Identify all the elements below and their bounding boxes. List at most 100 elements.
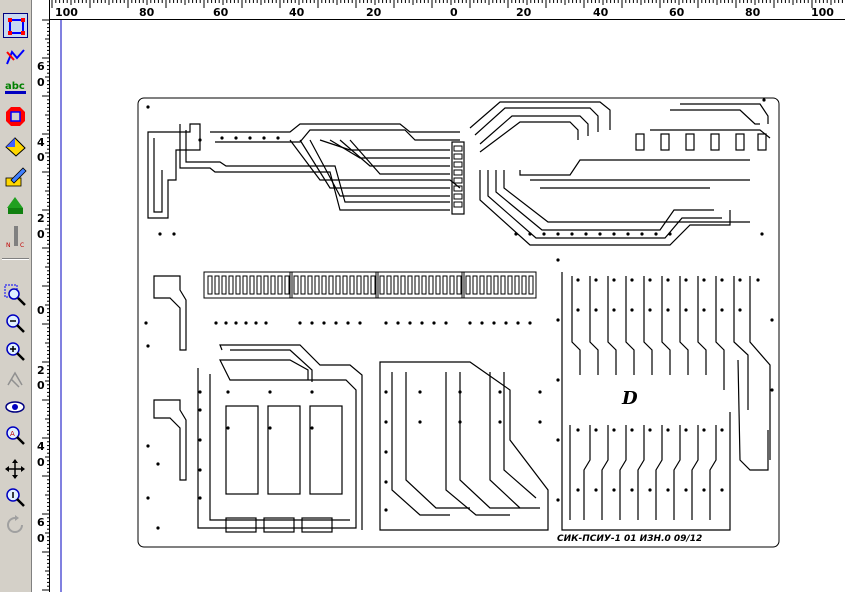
vruler-label: 0	[37, 76, 45, 89]
via	[198, 438, 202, 442]
via	[666, 488, 670, 492]
via	[468, 321, 472, 325]
via	[334, 321, 338, 325]
via	[576, 278, 580, 282]
svg-text:N: N	[6, 242, 11, 249]
component-tool-button[interactable]	[3, 194, 28, 219]
via	[570, 232, 574, 236]
via	[630, 488, 634, 492]
polygon-tool-icon	[5, 137, 26, 157]
hruler-label: 100	[55, 6, 78, 19]
via	[684, 488, 688, 492]
redraw-icon	[7, 371, 23, 388]
via	[504, 321, 508, 325]
vertical-ruler: 6 0 4 0 2 0 0 2 0 4 0 6 0	[32, 0, 50, 592]
zoom-in-button[interactable]	[3, 339, 28, 364]
connector-pad	[207, 275, 213, 295]
connector-pad	[321, 275, 327, 295]
connector-pad	[486, 275, 492, 295]
hruler-label: 40	[593, 6, 609, 19]
connector-pad	[386, 275, 392, 295]
via	[198, 468, 202, 472]
via	[738, 278, 742, 282]
zoom-fit-button[interactable]	[3, 485, 28, 510]
pad-tool-icon	[6, 107, 25, 126]
polygon-tool-button[interactable]	[3, 134, 28, 159]
connector-pad	[328, 275, 334, 295]
via	[276, 136, 280, 140]
via	[514, 232, 518, 236]
vruler-label: 4	[37, 440, 45, 453]
via	[654, 232, 658, 236]
hruler-label: 20	[366, 6, 382, 19]
via	[444, 321, 448, 325]
via	[262, 136, 266, 140]
via	[384, 420, 388, 424]
hruler-label: 80	[139, 6, 155, 19]
connector-pad	[428, 275, 434, 295]
via	[384, 321, 388, 325]
via	[612, 308, 616, 312]
board-logo: D	[621, 388, 638, 409]
hruler-label: 20	[516, 6, 532, 19]
via	[648, 428, 652, 432]
header-pad	[453, 201, 463, 208]
via	[458, 390, 462, 394]
via	[264, 321, 268, 325]
svg-text:C: C	[20, 242, 24, 249]
via	[666, 308, 670, 312]
tool-palette: abc N C	[0, 0, 32, 592]
zoom-all-button[interactable]: A	[3, 423, 28, 448]
connector-pad-rows	[203, 145, 537, 299]
vruler-label: 0	[37, 304, 45, 317]
via	[648, 278, 652, 282]
rotate-button[interactable]	[3, 513, 28, 538]
via	[702, 488, 706, 492]
via	[146, 105, 150, 109]
edit-tool-icon	[5, 167, 27, 187]
via	[756, 278, 760, 282]
via	[220, 136, 224, 140]
via-dots	[144, 98, 774, 530]
header-pad	[453, 169, 463, 176]
zoom-out-button[interactable]	[3, 311, 28, 336]
pan-move-button[interactable]	[3, 457, 28, 482]
text-tool-button[interactable]: abc	[3, 74, 28, 99]
via	[396, 321, 400, 325]
via	[770, 318, 774, 322]
via	[516, 321, 520, 325]
toolbar-separator	[2, 258, 29, 260]
via	[268, 390, 272, 394]
via	[576, 428, 580, 432]
via	[310, 321, 314, 325]
connector-pad	[256, 275, 262, 295]
select-tool-icon	[8, 18, 25, 35]
via	[322, 321, 326, 325]
connector-pad	[379, 275, 385, 295]
via	[498, 420, 502, 424]
via	[594, 308, 598, 312]
measure-tool-button[interactable]: N C	[3, 224, 28, 249]
redraw-button[interactable]	[3, 367, 28, 392]
zoom-window-button[interactable]	[3, 283, 28, 308]
select-tool-button[interactable]	[3, 13, 28, 38]
via	[556, 258, 560, 262]
via	[224, 321, 228, 325]
via	[384, 450, 388, 454]
connector-pad	[435, 275, 441, 295]
pad-tool-button[interactable]	[3, 104, 28, 129]
via	[594, 428, 598, 432]
pan-move-icon	[5, 459, 25, 479]
view-eye-button[interactable]	[3, 395, 28, 420]
route-tool-button[interactable]	[3, 44, 28, 69]
via	[310, 390, 314, 394]
connector-outline	[461, 271, 537, 299]
via	[298, 321, 302, 325]
via	[702, 428, 706, 432]
via	[612, 488, 616, 492]
via	[528, 232, 532, 236]
edit-tool-button[interactable]	[3, 164, 28, 189]
via	[576, 308, 580, 312]
drawing-canvas[interactable]: D СИК-ПСИУ-1 01 ИЗН.0 09/12	[50, 20, 845, 592]
hruler-label: 60	[669, 6, 685, 19]
